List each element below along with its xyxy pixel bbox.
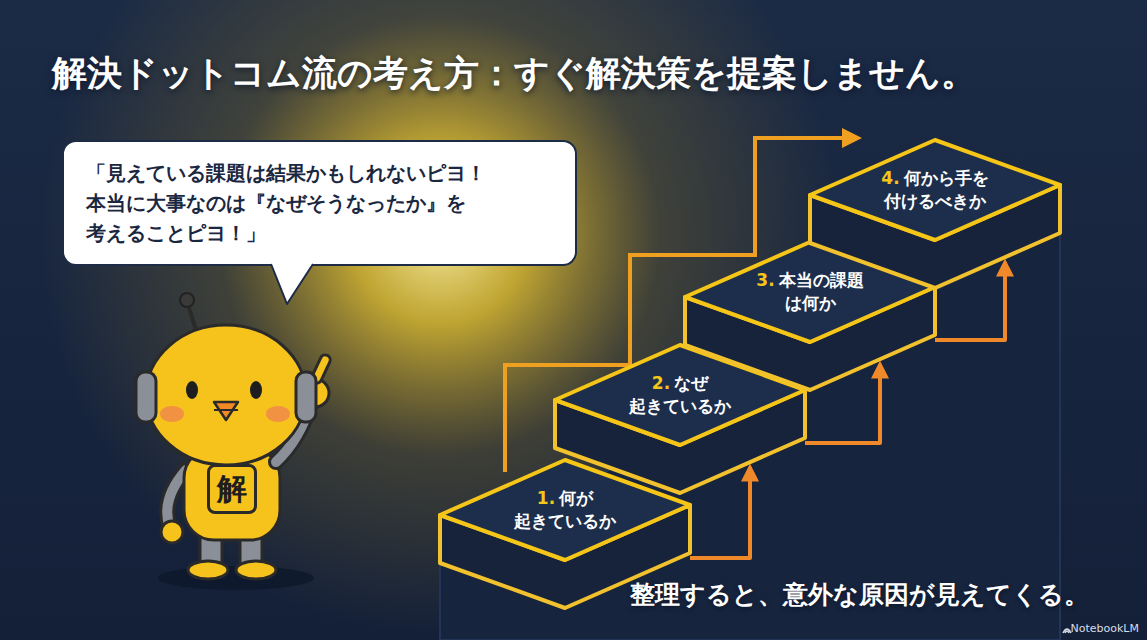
caption: 整理すると、意外な原因が見えてくる。 — [630, 578, 1089, 611]
title: 解決ドットコム流の考え方：すぐ解決策を提案しません。 — [52, 50, 976, 97]
step-shape — [810, 140, 1060, 288]
step-text: 2.なぜ 起きているか — [607, 372, 753, 418]
speech-bubble: 「見えている課題は結果かもしれないピヨ！ 本当に大事なのは『なぜそうなったか』を… — [62, 140, 577, 266]
step-text: 3.本当の課題 は何か — [737, 269, 883, 315]
watermark-icon — [1063, 629, 1071, 633]
watermark: NotebookLM — [1071, 622, 1139, 635]
stair-step: 4.何から手を 付けるべきか — [810, 140, 1060, 240]
bubble-text: 「見えている課題は結果かもしれないピヨ！ 本当に大事なのは『なぜそうなったか』を… — [86, 158, 553, 248]
chest-mark: 解 — [207, 464, 257, 514]
step-label: 何から手を 付けるべきか — [884, 168, 989, 211]
step-label: なぜ 起きているか — [629, 373, 731, 416]
bubble-tail — [269, 264, 329, 308]
step-label: 本当の課題 は何か — [779, 270, 864, 313]
step-text: 4.何から手を 付けるべきか — [862, 167, 1008, 213]
step-number: 3. — [756, 270, 774, 290]
step-number: 1. — [537, 488, 555, 508]
mascot — [136, 293, 332, 590]
step-face — [810, 140, 1060, 240]
step-number: 4. — [881, 168, 899, 188]
step-number: 2. — [652, 373, 670, 393]
stair-body — [440, 233, 1060, 640]
step-text: 1.何が 起きているか — [492, 487, 638, 533]
step-label: 何が 起きているか — [514, 488, 616, 531]
